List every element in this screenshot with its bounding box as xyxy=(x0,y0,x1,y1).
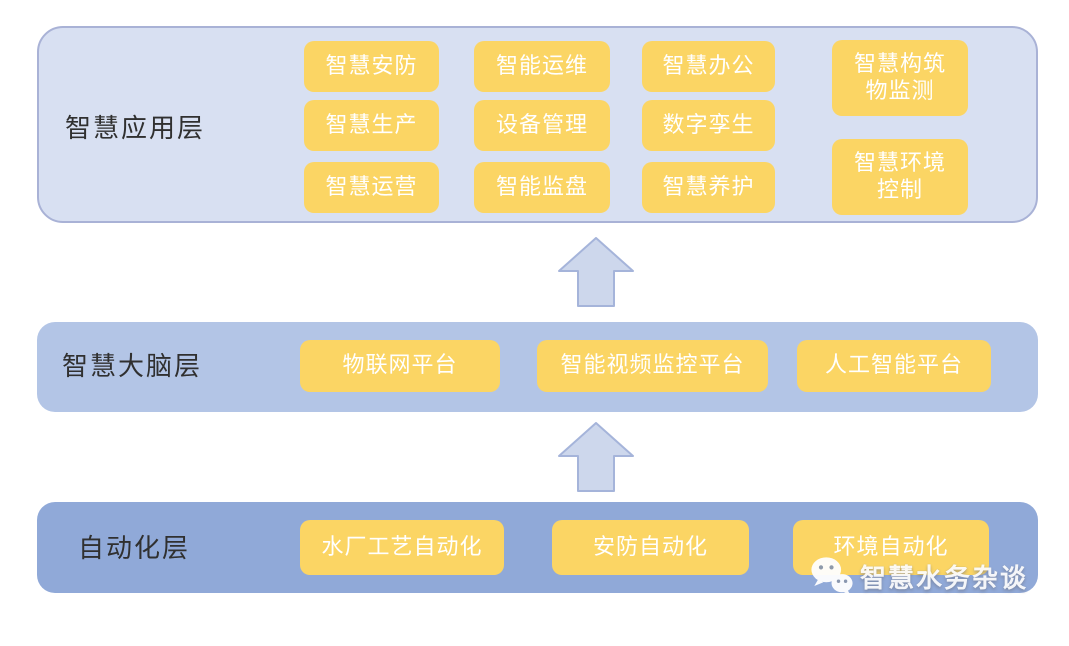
app-box-smart-security: 智慧安防 xyxy=(304,41,439,92)
layer-application: 智慧应用层 智慧安防 智能运维 智慧办公 智慧生产 设备管理 数字孪生 智慧运营… xyxy=(37,26,1038,223)
up-arrow-icon xyxy=(558,422,634,492)
app-box-intelligent-monitoring: 智能监盘 xyxy=(474,162,610,213)
box-line: 智慧环境 xyxy=(853,150,946,176)
up-arrow-icon xyxy=(558,237,634,307)
box-line: 智慧构筑 xyxy=(853,51,946,77)
wechat-icon xyxy=(811,557,853,596)
app-box-equipment-management: 设备管理 xyxy=(474,100,610,151)
brain-box-video-surveillance-platform: 智能视频监控平台 xyxy=(537,340,768,392)
box-line: 控制 xyxy=(876,178,923,203)
app-box-smart-operation: 智慧运营 xyxy=(304,162,439,213)
auto-box-security-automation: 安防自动化 xyxy=(552,520,749,575)
box-line: 物监测 xyxy=(865,79,935,104)
app-box-digital-twin: 数字孪生 xyxy=(642,100,775,151)
brain-box-iot-platform: 物联网平台 xyxy=(300,340,500,392)
layer-automation-label: 自动化层 xyxy=(78,534,191,564)
app-box-environment-control: 智慧环境 控制 xyxy=(832,139,968,215)
app-box-smart-office: 智慧办公 xyxy=(642,41,775,92)
watermark: 智慧水务杂谈 xyxy=(810,554,1028,598)
auto-box-plant-process-automation: 水厂工艺自动化 xyxy=(300,520,504,575)
watermark-text: 智慧水务杂谈 xyxy=(860,563,1029,594)
brain-box-ai-platform: 人工智能平台 xyxy=(797,340,991,392)
app-box-smart-production: 智慧生产 xyxy=(304,100,439,151)
app-box-intelligent-om: 智能运维 xyxy=(474,41,610,92)
app-box-smart-maintenance: 智慧养护 xyxy=(642,162,775,213)
app-box-structure-monitoring: 智慧构筑 物监测 xyxy=(832,40,968,116)
layer-brain-label: 智慧大脑层 xyxy=(62,352,203,382)
layer-automation: 自动化层 水厂工艺自动化 安防自动化 环境自动化 xyxy=(37,502,1038,593)
layer-brain: 智慧大脑层 物联网平台 智能视频监控平台 人工智能平台 xyxy=(37,322,1038,412)
layer-application-label: 智慧应用层 xyxy=(65,114,206,144)
